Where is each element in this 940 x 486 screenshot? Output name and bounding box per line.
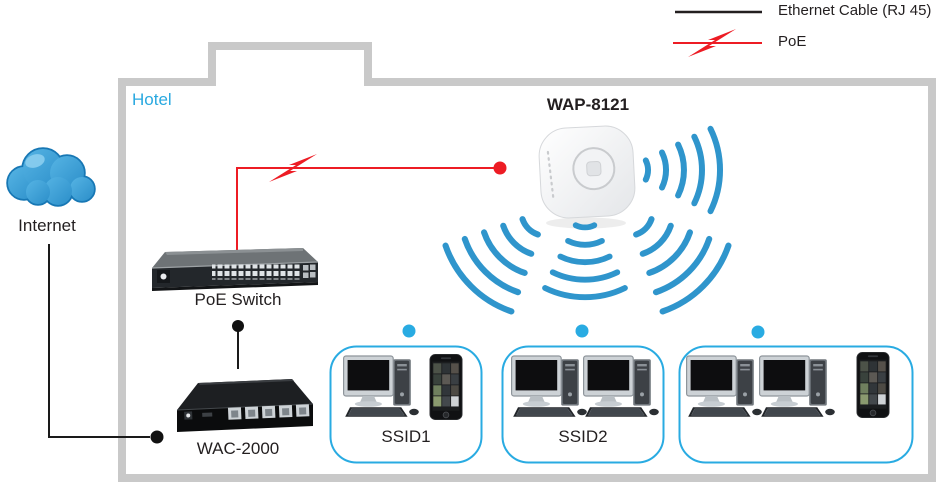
poe-endpoint-dot (493, 161, 507, 175)
poe-switch-label: PoE Switch (194, 290, 282, 309)
wac-2000-icon (176, 379, 314, 432)
ssid2-label: SSID2 (558, 427, 608, 446)
poe-switch-icon (151, 248, 319, 291)
wap-8121-label: WAP-8121 (546, 95, 630, 114)
internet-label: Internet (18, 216, 76, 235)
ssid1-label: SSID1 (381, 427, 431, 446)
hotel-label: Hotel (132, 90, 172, 109)
internet-cloud-icon (6, 147, 96, 207)
legend-label-poe: PoE (778, 33, 807, 50)
wifi-arcs-down-right (611, 194, 736, 319)
cable-junction-dot (232, 320, 244, 332)
legend-label-ethernet: Ethernet Cable (RJ 45) (778, 2, 932, 19)
ssid2-dot (575, 324, 589, 338)
cable-junction-dot (150, 430, 164, 444)
smartphone-icon (856, 352, 890, 418)
ssid-connection-dots (402, 324, 765, 339)
smartphone-icon (429, 354, 463, 420)
wap-8121-icon (538, 125, 636, 229)
hotel-outline (118, 42, 936, 482)
internet-to-wac-cable (48, 244, 150, 438)
legend-graphics (673, 10, 762, 57)
wifi-arcs-down (545, 225, 625, 297)
ssid1-dot (402, 324, 416, 338)
wifi-arcs-down-left (438, 194, 563, 319)
ethernet-cables (48, 244, 239, 438)
wifi-arcs-right (646, 129, 720, 211)
ssid3-dot (751, 325, 765, 339)
poe-cable (236, 154, 507, 252)
wac-2000-label: WAC-2000 (196, 439, 280, 458)
